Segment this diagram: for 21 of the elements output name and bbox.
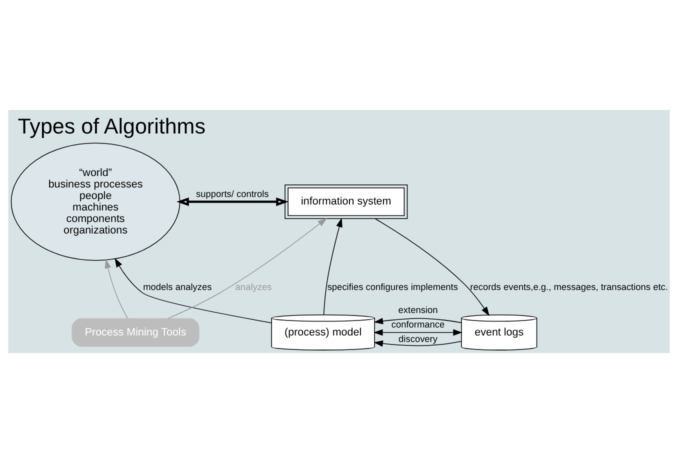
node-box: information system (284, 184, 408, 220)
arrow (167, 218, 327, 319)
arrow (374, 340, 462, 347)
arrow (374, 318, 462, 324)
edge-label: analyzes (235, 282, 272, 292)
arrow (176, 197, 288, 206)
arrow (374, 329, 462, 336)
edge-label: specifies configures implements (327, 282, 458, 292)
arrow (104, 259, 128, 319)
node-box: Process Mining Tools (72, 318, 200, 347)
edge-label: conformance (391, 320, 445, 330)
node-ellipse: “world” business processes people machines components organizations (10, 142, 180, 261)
edge-label: discovery (398, 334, 438, 344)
edge-label: models analyzes (143, 282, 212, 292)
diagram-title: Types of Algorithms (18, 114, 206, 138)
arrow (114, 258, 272, 324)
edge-label: supports/ controls (196, 188, 269, 199)
edge-label: extension (398, 304, 438, 315)
edge-label: records events,e.g., messages, transactions etc. (470, 282, 668, 292)
arrow (374, 218, 490, 316)
arrow (323, 218, 342, 316)
